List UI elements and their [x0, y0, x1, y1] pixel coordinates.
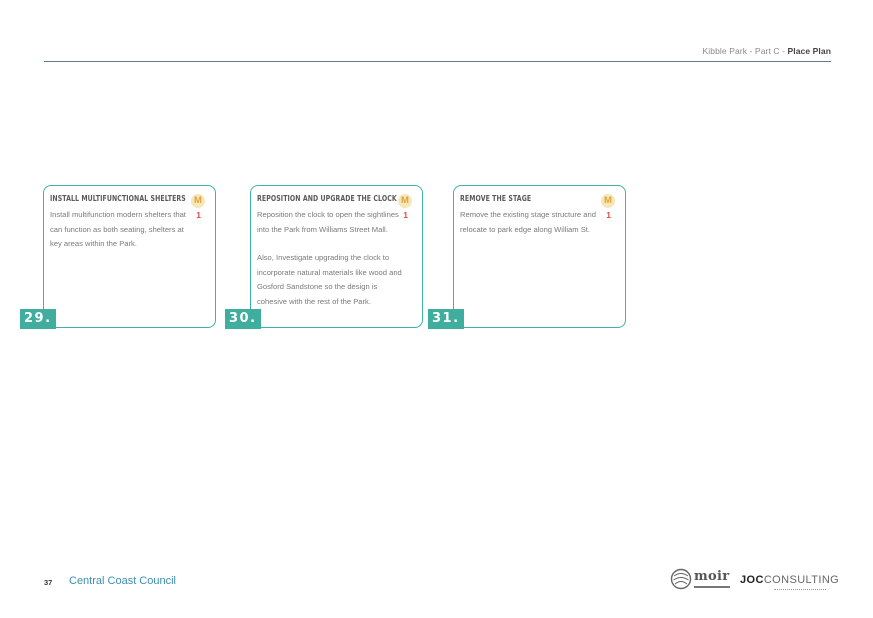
action-card-31: REMOVE THE STAGE M 1 Remove the existing…: [453, 185, 626, 328]
joc-logo-bold: JOC: [740, 574, 764, 586]
council-name: Central Coast Council: [69, 575, 176, 587]
card-paragraph: Install multifunction modern shelters th…: [50, 210, 186, 248]
joc-logo-tagline: [774, 589, 826, 592]
joc-logo-rest: CONSULTING: [763, 574, 840, 586]
card-description: Reposition the clock to open the sightli…: [257, 208, 403, 309]
card-title: INSTALL MULTIFUNCTIONAL SHELTERS: [50, 194, 186, 203]
card-number-tag: 31.: [428, 309, 464, 329]
category-badge: M: [601, 194, 615, 208]
page-number: 37: [44, 578, 53, 587]
card-number-tag: 30.: [225, 309, 261, 329]
card-number-tag: 29.: [20, 309, 56, 329]
joc-consulting-logo: JOCCONSULTING: [740, 574, 839, 586]
card-paragraph: Reposition the clock to open the sightli…: [257, 210, 399, 234]
page-header: Kibble Park - Part C - Place Plan: [703, 46, 832, 56]
card-title: REPOSITION AND UPGRADE THE CLOCK: [257, 194, 397, 203]
priority-number: 1: [403, 210, 408, 220]
priority-number: 1: [196, 210, 201, 220]
card-paragraph: Remove the existing stage structure and …: [460, 210, 596, 234]
action-card-29: INSTALL MULTIFUNCTIONAL SHELTERS M 1 Ins…: [43, 185, 216, 328]
category-badge: M: [191, 194, 205, 208]
moir-logo-underline: [694, 586, 730, 588]
card-description: Remove the existing stage structure and …: [460, 208, 606, 237]
header-divider: [44, 61, 831, 62]
header-breadcrumb: Kibble Park - Part C -: [702, 46, 788, 56]
card-title: REMOVE THE STAGE: [460, 194, 532, 203]
card-paragraph: Also, Investigate upgrading the clock to…: [257, 253, 402, 306]
moir-logo-icon: [670, 568, 692, 590]
header-section: Place Plan: [787, 46, 831, 56]
card-description: Install multifunction modern shelters th…: [50, 208, 196, 252]
action-card-30: REPOSITION AND UPGRADE THE CLOCK M 1 Rep…: [250, 185, 423, 328]
moir-logo-text: moir: [694, 569, 730, 584]
priority-number: 1: [606, 210, 611, 220]
category-badge: M: [398, 194, 412, 208]
